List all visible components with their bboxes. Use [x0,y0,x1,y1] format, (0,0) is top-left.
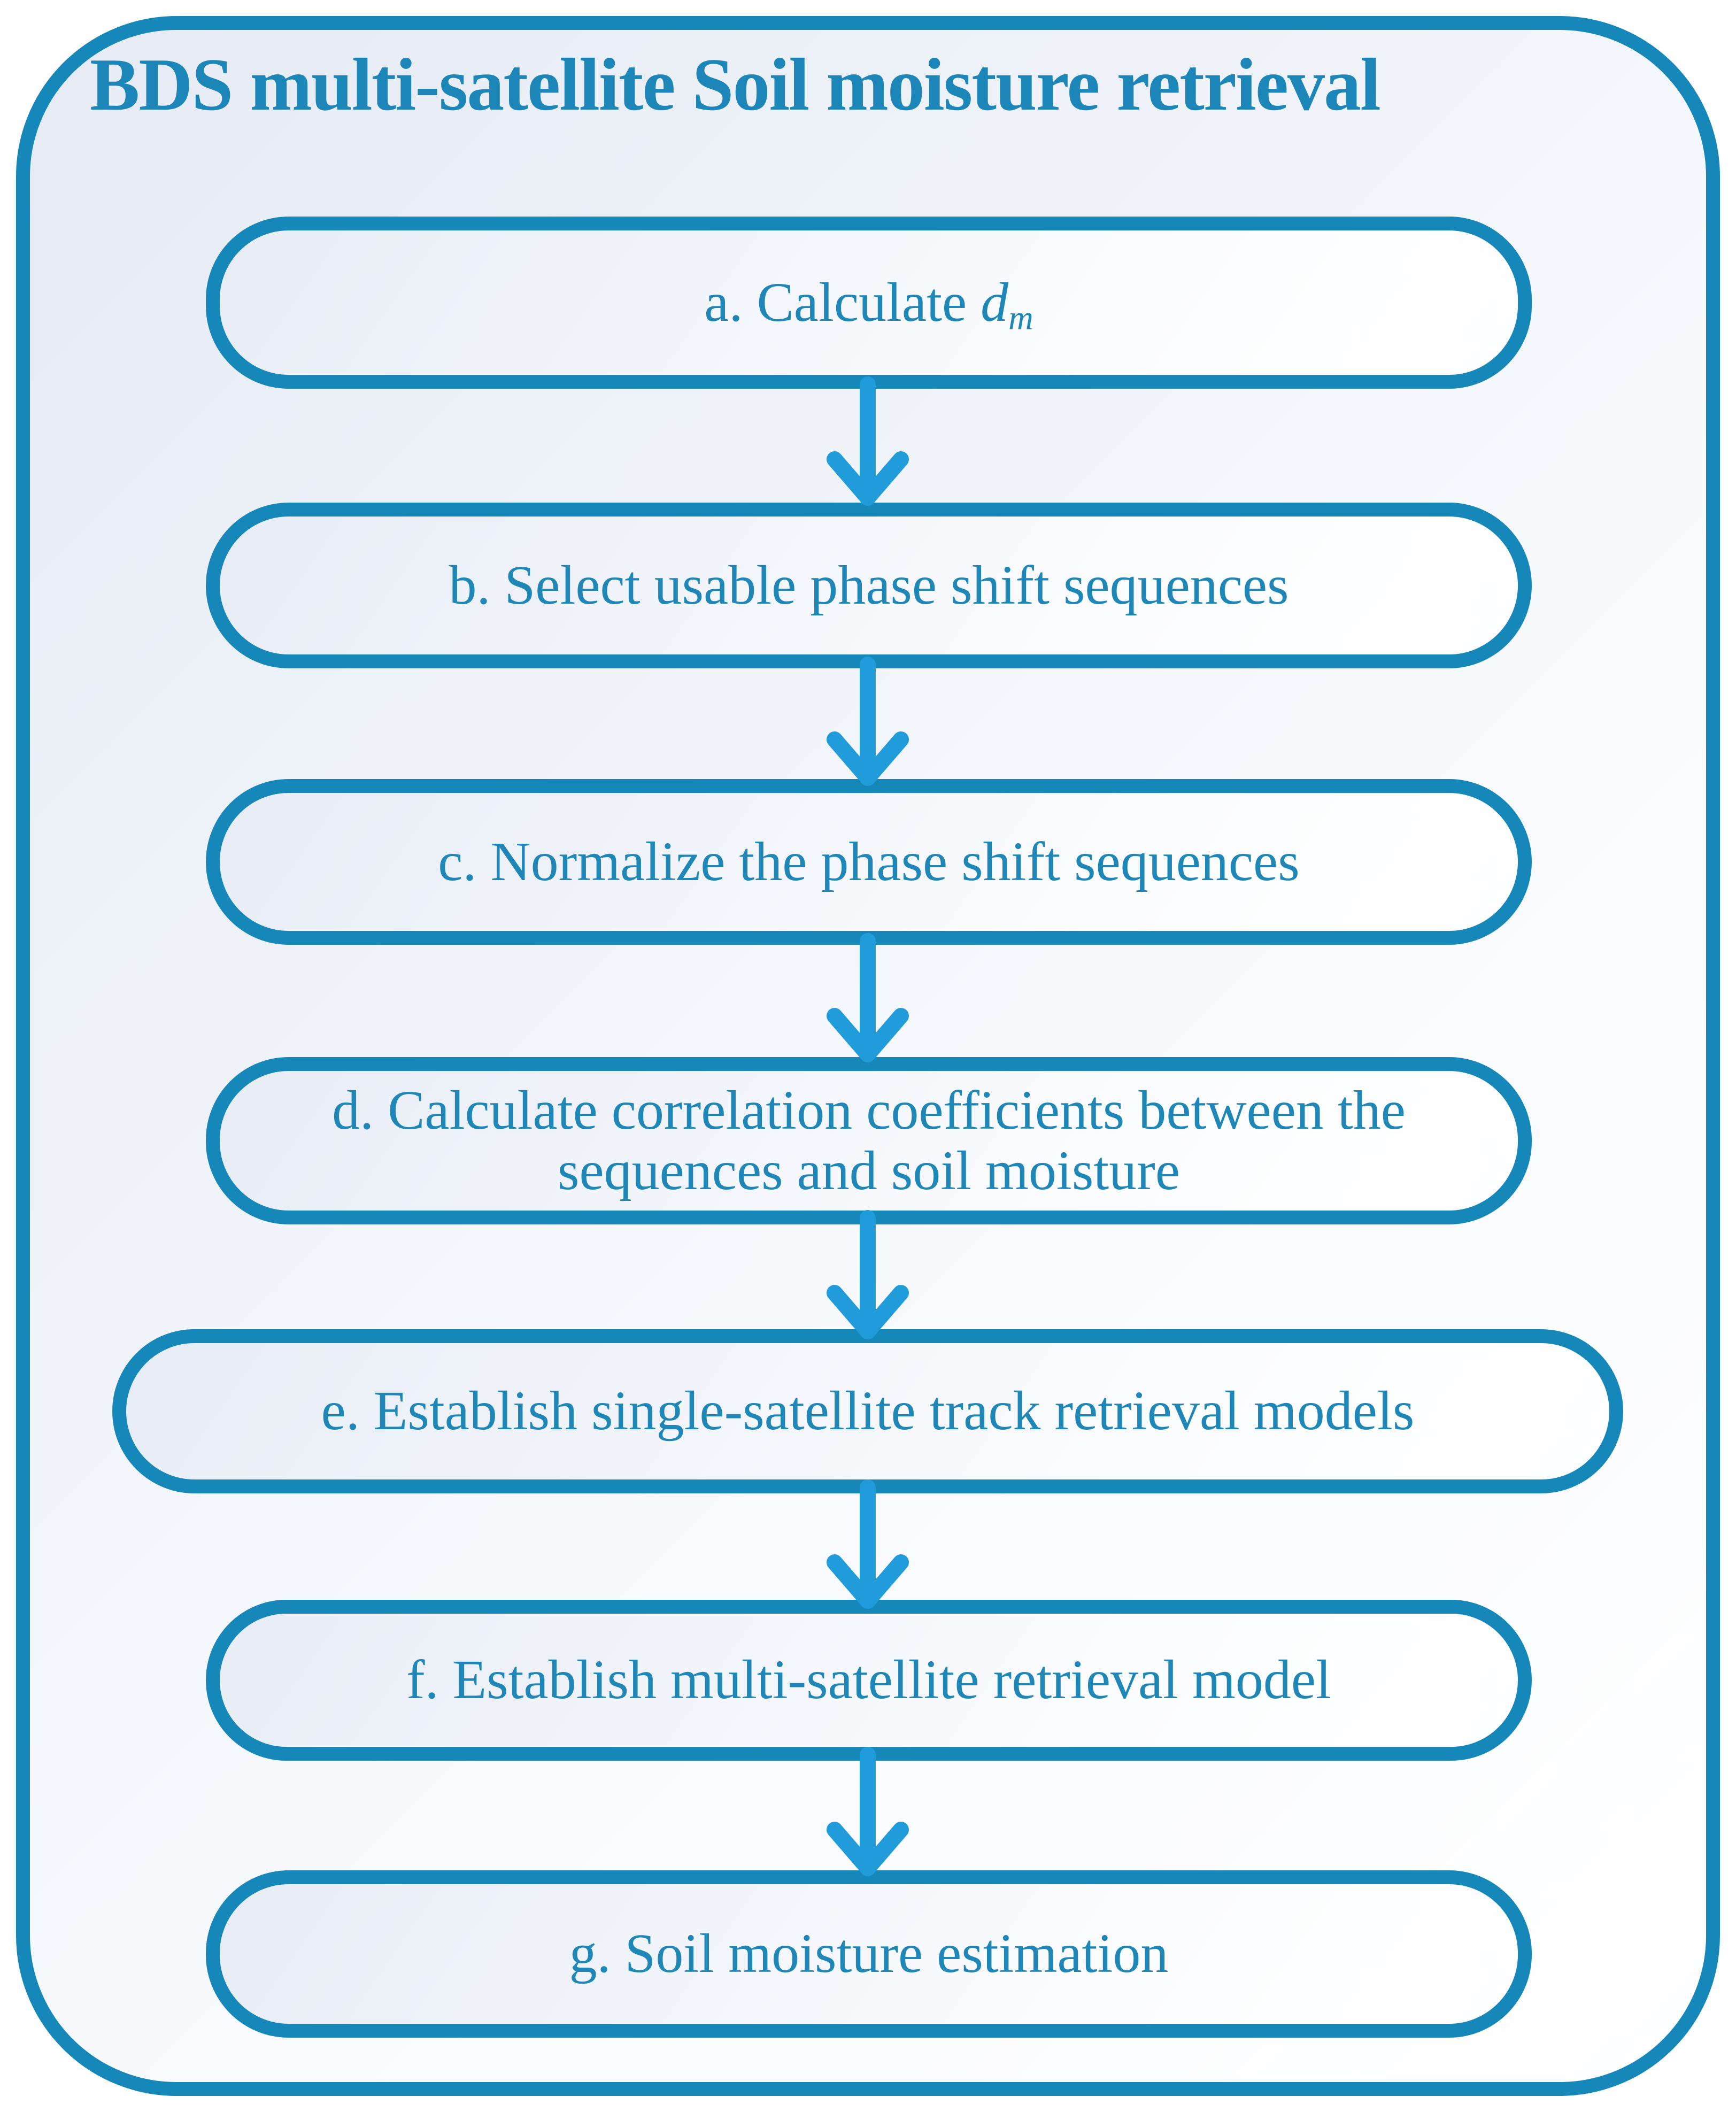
arrow-down-icon [827,1479,909,1609]
arrow-down-icon [827,657,909,786]
step-g-label: g. Soil moisture estimation [569,1923,1169,1985]
math-symbol-d: d [981,271,1009,333]
step-c-box: c. Normalize the phase shift sequences [206,779,1532,945]
flowchart-title: BDS multi-satellite Soil moisture retrie… [90,43,1381,126]
step-c-label: c. Normalize the phase shift sequences [438,830,1300,892]
arrow-down-icon [827,933,909,1062]
step-g-box: g. Soil moisture estimation [206,1870,1532,2038]
step-d-label: d. Calculate correlation coefficients be… [332,1080,1406,1201]
arrow-down-icon [827,376,909,506]
step-f-label: f. Establish multi-satellite retrieval m… [406,1649,1331,1711]
step-e-box: e. Establish single-satellite track retr… [112,1329,1623,1493]
math-subscript-m: m [1008,298,1033,337]
step-b-box: b. Select usable phase shift sequences [206,503,1532,668]
step-d-box: d. Calculate correlation coefficients be… [206,1057,1532,1224]
arrow-down-icon [827,1210,909,1339]
step-a-label: a. Calculate dm [704,271,1033,337]
step-a-box: a. Calculate dm [206,217,1532,389]
arrow-down-icon [827,1747,909,1876]
step-b-label: b. Select usable phase shift sequences [449,554,1289,616]
step-f-box: f. Establish multi-satellite retrieval m… [206,1600,1532,1761]
step-e-label: e. Establish single-satellite track retr… [321,1380,1415,1442]
